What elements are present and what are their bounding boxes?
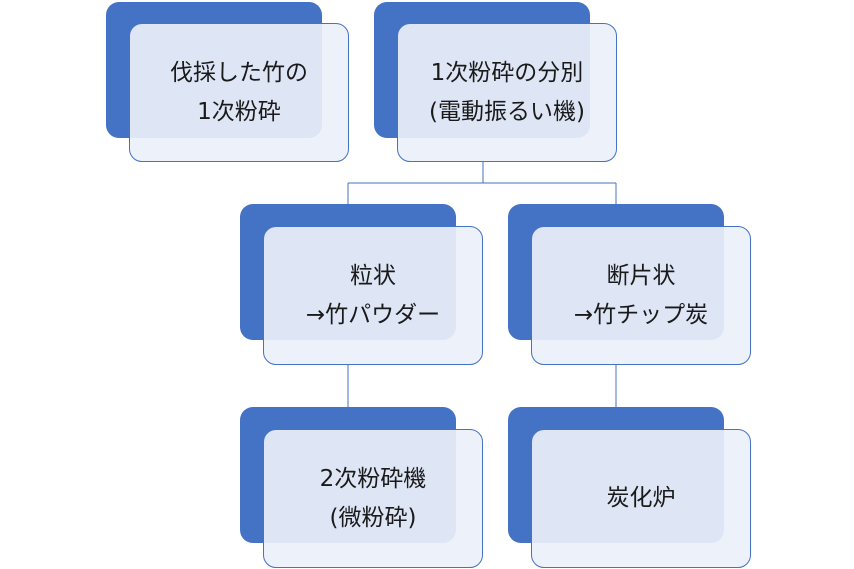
node-label: 伐採した竹の 1次粉砕: [170, 54, 308, 132]
node-label-line1: 1次粉砕の分別: [430, 59, 584, 86]
node-label-line1: 断片状: [606, 262, 676, 289]
node-label-line2: →竹チップ炭: [573, 301, 709, 328]
node-label-line2: (微粉砕): [329, 504, 417, 531]
node-label-line1: 伐採した竹の: [170, 59, 308, 86]
node-label-line1: 2次粉砕機: [319, 465, 427, 492]
node-label: 炭化炉: [607, 479, 676, 518]
node-label-line2: (電動振るい機): [429, 98, 585, 125]
node-label: 2次粉砕機 (微粉砕): [320, 460, 427, 538]
node-label: 断片状 →竹チップ炭: [574, 257, 708, 335]
node-card: 1次粉砕の分別 (電動振るい機): [397, 23, 617, 162]
node-card: 伐採した竹の 1次粉砕: [129, 23, 349, 162]
node-label-line2: 1次粉砕: [197, 98, 281, 125]
node-label: 粒状 →竹パウダー: [306, 257, 440, 335]
node-card: 2次粉砕機 (微粉砕): [263, 429, 483, 568]
node-card: 炭化炉: [531, 429, 751, 568]
node-label: 1次粉砕の分別 (電動振るい機): [429, 54, 585, 132]
node-card: 断片状 →竹チップ炭: [531, 226, 751, 365]
node-card: 粒状 →竹パウダー: [263, 226, 483, 365]
node-label-line1: 炭化炉: [606, 485, 676, 511]
node-label-line2: →竹パウダー: [305, 301, 441, 328]
node-label-line1: 粒状: [350, 262, 396, 289]
